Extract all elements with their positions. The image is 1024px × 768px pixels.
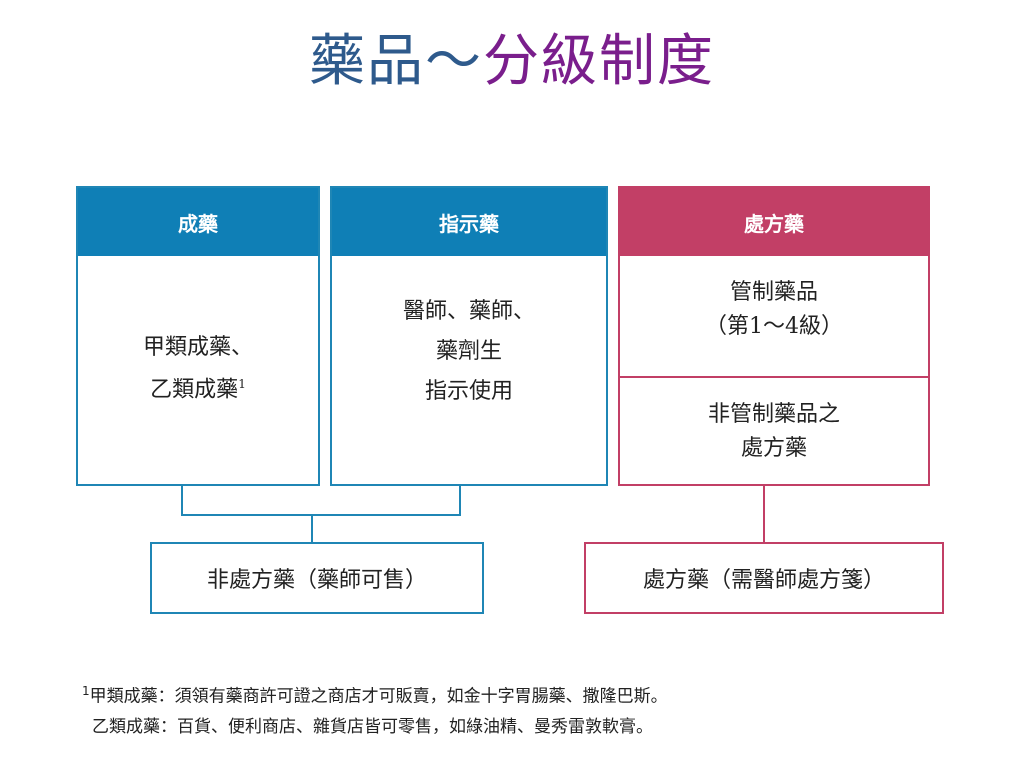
otc-medicine-header: 成藥 (78, 188, 318, 256)
otc-line-1: 甲類成藥、 (142, 335, 253, 360)
footnote-line-1: 1甲類成藥：須領有藥商許可證之商店才可販賣，如金十字胃腸藥、撒隆巴斯。 (82, 684, 668, 707)
non-controlled-line-2: 處方藥 (740, 436, 807, 461)
indicated-medicine-box: 指示藥 醫師、藥師、 藥劑生 指示使用 (330, 186, 608, 486)
page-title: 藥品～分級制度 (0, 22, 1024, 102)
footnote-marker: 1 (238, 377, 246, 391)
controlled-line-1: 管制藥品 (729, 280, 818, 305)
connector-horizontal (181, 514, 461, 516)
indicated-medicine-body: 醫師、藥師、 藥劑生 指示使用 (332, 292, 606, 412)
non-prescription-result: 非處方藥（藥師可售） (150, 542, 484, 614)
footnote: 1甲類成藥：須領有藥商許可證之商店才可販賣，如金十字胃腸藥、撒隆巴斯。 乙類成藥… (82, 676, 982, 742)
title-part-1: 藥品～ (309, 29, 483, 94)
connector-left-down (181, 486, 183, 516)
controlled-drugs-section: 管制藥品 （第1～4級） (620, 276, 928, 344)
connector-prescription (763, 486, 765, 542)
non-controlled-section: 非管制藥品之 處方藥 (620, 398, 928, 466)
indicated-line-2: 藥劑生 (435, 339, 502, 364)
prescription-medicine-header: 處方藥 (620, 188, 928, 256)
prescription-result: 處方藥（需醫師處方箋） (584, 542, 944, 614)
connector-mid-down (459, 486, 461, 516)
controlled-line-2: （第1～4級） (705, 314, 843, 339)
title-part-2: 分級制度 (483, 29, 715, 94)
otc-medicine-body: 甲類成藥、 乙類成藥1 (78, 330, 318, 408)
prescription-divider (620, 376, 928, 378)
otc-line-2: 乙類成藥1 (150, 377, 246, 403)
indicated-line-1: 醫師、藥師、 (402, 299, 535, 324)
non-controlled-line-1: 非管制藥品之 (707, 402, 840, 427)
otc-medicine-box: 成藥 甲類成藥、 乙類成藥1 (76, 186, 320, 486)
connector-to-result (311, 514, 313, 542)
footnote-line-2: 乙類成藥：百貨、便利商店、雜貨店皆可零售，如綠油精、曼秀雷敦軟膏。 (92, 716, 653, 737)
indicated-line-3: 指示使用 (424, 379, 513, 404)
indicated-medicine-header: 指示藥 (332, 188, 606, 256)
footnote-line-marker: 1 (82, 684, 90, 698)
prescription-medicine-box: 處方藥 管制藥品 （第1～4級） 非管制藥品之 處方藥 (618, 186, 930, 486)
